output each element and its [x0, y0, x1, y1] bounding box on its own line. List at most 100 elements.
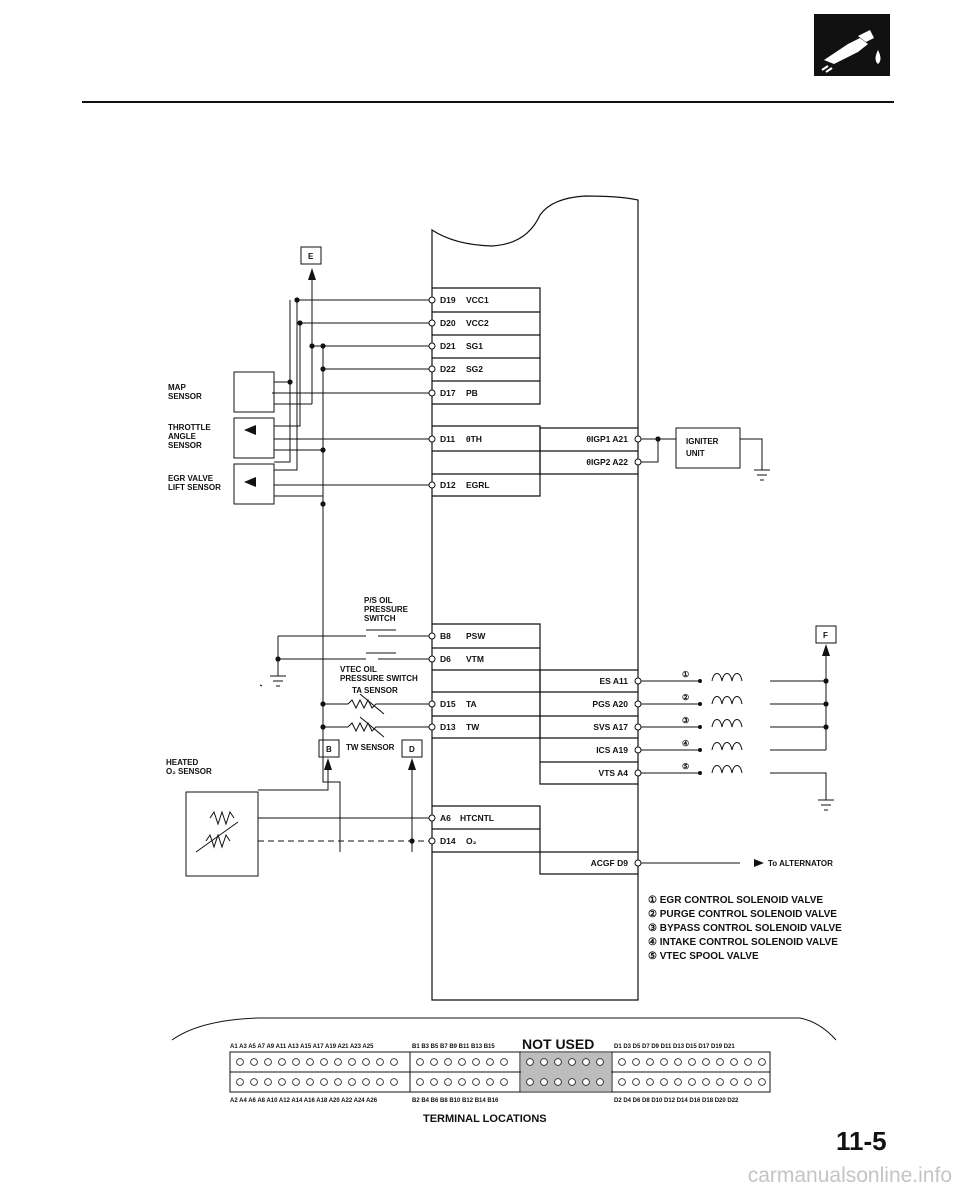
diagram-label: ① — [682, 670, 689, 679]
diagram-label: ACGF D9 — [591, 858, 629, 868]
legend-item: ③ BYPASS CONTROL SOLENOID VALVE — [648, 923, 842, 934]
diagram-label: D21 — [440, 341, 456, 351]
legend-item: ① EGR CONTROL SOLENOID VALVE — [648, 895, 823, 906]
diagram-label: ③ — [682, 716, 689, 725]
diagram-label: VCC2 — [466, 318, 489, 328]
connector-b: B — [326, 745, 332, 754]
diagram-label: D14 — [440, 836, 456, 846]
diagram-label: ④ — [682, 739, 689, 748]
diagram-label: HEATED — [166, 758, 199, 767]
diagram-label: ICS — [596, 745, 611, 755]
diagram-label: D2 D4 D6 D8 D10 D12 D14 D16 D18 D20 D22 — [614, 1098, 739, 1104]
header-rule — [82, 101, 894, 103]
diagram-label: D15 — [440, 699, 456, 709]
diagram-label: SG2 — [466, 364, 483, 374]
diagram-label: SWITCH — [364, 614, 396, 623]
not-used-label: NOT USED — [522, 1036, 594, 1052]
diagram-label: D22 — [440, 364, 456, 374]
connector-e: E — [308, 252, 314, 261]
diagram-label: D19 — [440, 295, 456, 305]
diagram-label: B8 — [440, 631, 451, 641]
fuel-nozzle-icon — [814, 14, 890, 76]
diagram-label: PSW — [466, 631, 486, 641]
diagram-label: PRESSURE — [364, 605, 409, 614]
diagram-label: VCC2 — [466, 318, 489, 328]
diagram-label: HTCNTL — [460, 813, 494, 823]
diagram-label: D22 — [440, 364, 456, 374]
diagram-label: D21 — [440, 341, 456, 351]
diagram-label: VTS — [599, 768, 616, 778]
diagram-label: THROTTLE — [168, 423, 211, 432]
diagram-label: ES A11 — [599, 676, 628, 686]
diagram-label: VCC1 — [466, 295, 489, 305]
diagram-label: TW — [466, 722, 480, 732]
terminal-title: TERMINAL LOCATIONS — [423, 1113, 547, 1125]
diagram-label: ② — [682, 693, 689, 702]
diagram-label: LIFT SENSOR — [168, 483, 221, 492]
connector-f: F — [823, 631, 828, 640]
diagram-label: A11 — [613, 676, 628, 686]
diagram-label: P/S OIL — [364, 596, 393, 605]
diagram-label: A1 A3 A5 A7 A9 A11 A13 A15 A17 A19 A21 A… — [230, 1044, 374, 1050]
diagram-label: IGNITER — [686, 437, 719, 446]
diagram-label: D11 — [440, 434, 455, 444]
diagram-label: VTEC OIL — [340, 665, 377, 674]
diagram-label: D6 — [440, 654, 451, 664]
diagram-label: D11 — [440, 434, 455, 444]
diagram-label: ICS A19 — [596, 745, 628, 755]
diagram-label: B1 B3 B5 B7 B9 B11 B13 B15 — [412, 1044, 495, 1050]
diagram-label: A22 — [612, 457, 628, 467]
diagram-label: D9 — [617, 858, 628, 868]
diagram-label: A2 A4 A6 A8 A10 A12 A14 A16 A18 A20 A22 … — [230, 1098, 378, 1104]
diagram-label: MAP — [168, 383, 186, 392]
diagram-label: SG1 — [466, 341, 483, 351]
diagram-label: PB — [466, 388, 478, 398]
diagram-label: O₂ — [466, 836, 477, 846]
diagram-label: A20 — [612, 699, 628, 709]
diagram-label: PRESSURE SWITCH — [340, 674, 418, 683]
diagram-label: ES — [599, 676, 611, 686]
diagram-label: EGR VALVE — [168, 474, 214, 483]
diagram-label: TA — [466, 699, 477, 709]
diagram-label: VCC1 — [466, 295, 489, 305]
diagram-label: VTM — [466, 654, 484, 664]
diagram-label: D13 — [440, 722, 456, 732]
diagram-label: SG2 — [466, 364, 483, 374]
diagram-label: TA SENSOR — [352, 686, 398, 695]
diagram-label: SENSOR — [168, 441, 202, 450]
diagram-label: PB — [466, 388, 478, 398]
diagram-label: O₂ SENSOR — [166, 767, 212, 776]
diagram-label: TA — [466, 699, 477, 709]
page-number: 11-5 — [836, 1126, 887, 1156]
diagram-label: D19 — [440, 295, 456, 305]
ecm-outline — [431, 195, 639, 1001]
diagram-label: D17 — [440, 388, 456, 398]
diagram-label: θIGP2 — [586, 457, 610, 467]
diagram-label: SVS — [593, 722, 610, 732]
diagram-label: O₂ — [466, 836, 477, 846]
legend-item: ⑤ VTEC SPOOL VALVE — [648, 951, 759, 962]
diagram-label: To ALTERNATOR — [768, 859, 833, 868]
diagram-label: D12 — [440, 480, 456, 490]
diagram-label: EGRL — [466, 480, 490, 490]
diagram-label: D20 — [440, 318, 456, 328]
diagram-label: B8 — [440, 631, 451, 641]
diagram-label: A19 — [612, 745, 628, 755]
diagram-label: SENSOR — [168, 392, 202, 401]
diagram-label: PGS — [592, 699, 610, 709]
diagram-label: D14 — [440, 836, 456, 846]
diagram-label: UNIT — [686, 449, 705, 458]
diagram-label: PGS A20 — [592, 699, 628, 709]
diagram-label: D20 — [440, 318, 456, 328]
diagram-label: PSW — [466, 631, 486, 641]
diagram-label: B2 B4 B6 B8 B10 B12 B14 B16 — [412, 1098, 499, 1104]
diagram-label: ACGF — [591, 858, 615, 868]
diagram-label: θIGP1 A21 — [586, 434, 628, 444]
diagram-label: D17 — [440, 388, 456, 398]
diagram-label: θIGP1 — [586, 434, 610, 444]
diagram-label: VTM — [466, 654, 484, 664]
diagram-label: HTCNTL — [460, 813, 494, 823]
diagram-label: A21 — [612, 434, 628, 444]
diagram-label: SG1 — [466, 341, 483, 351]
